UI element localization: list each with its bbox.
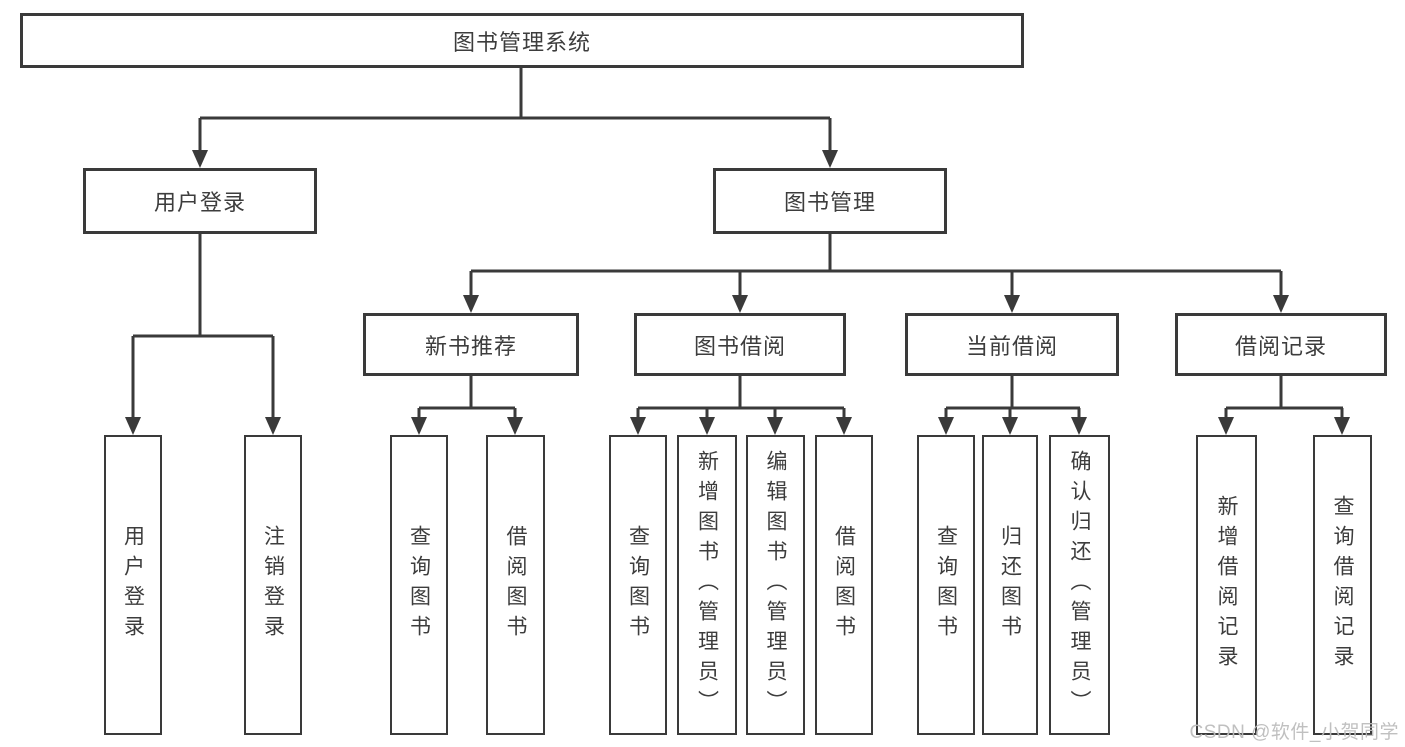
leaf-return-book: 归还图书 [982, 435, 1038, 735]
node-book-borrowing: 图书借阅 [634, 313, 846, 376]
arrow-down-icon [836, 417, 852, 435]
connector-arrowheads [125, 150, 1350, 435]
leaf-label: 编辑图书（管理员） [764, 450, 787, 720]
leaf-borrow-books-recommend: 借阅图书 [486, 435, 545, 735]
leaf-query-books-current: 查询图书 [917, 435, 975, 735]
arrow-down-icon [1071, 417, 1087, 435]
arrow-down-icon [463, 295, 479, 313]
node-label: 借阅记录 [1234, 333, 1327, 359]
arrow-down-icon [1002, 417, 1018, 435]
leaf-label: 用户登录 [121, 525, 145, 645]
leaf-confirm-return-admin: 确认归还（管理员） [1049, 435, 1110, 735]
leaf-label: 借阅图书 [832, 525, 856, 645]
leaf-edit-book-admin: 编辑图书（管理员） [746, 435, 805, 735]
arrow-down-icon [1004, 295, 1020, 313]
node-user-login: 用户登录 [83, 168, 317, 234]
node-book-management: 图书管理 [713, 168, 947, 234]
node-label: 图书借阅 [693, 333, 786, 359]
node-current-borrowing: 当前借阅 [905, 313, 1119, 376]
leaf-label: 借阅图书 [504, 525, 527, 645]
leaf-query-borrow-record: 查询借阅记录 [1313, 435, 1372, 735]
arrow-down-icon [1218, 417, 1234, 435]
node-borrowing-records: 借阅记录 [1175, 313, 1387, 376]
leaf-query-books-borrow: 查询图书 [609, 435, 667, 735]
leaf-label: 查询图书 [626, 525, 650, 645]
node-label: 图书管理 [783, 190, 876, 215]
node-label: 图书管理系统 [452, 29, 591, 55]
leaf-logout: 注销登录 [244, 435, 302, 735]
arrow-down-icon [767, 417, 783, 435]
leaf-label: 查询图书 [407, 525, 431, 645]
arrow-down-icon [938, 417, 954, 435]
leaf-label: 查询图书 [934, 525, 958, 645]
leaf-label: 新增图书（管理员） [695, 450, 719, 720]
csdn-watermark: CSDN @软件_小贺同学 [1189, 722, 1399, 743]
arrow-down-icon [630, 417, 646, 435]
arrow-down-icon [822, 150, 838, 168]
arrow-down-icon [265, 417, 281, 435]
arrow-down-icon [192, 150, 208, 168]
leaf-label: 查询借阅记录 [1331, 495, 1354, 675]
connector-trunks [131, 66, 1344, 423]
leaf-label: 确认归还（管理员） [1068, 450, 1091, 720]
leaf-label: 新增借阅记录 [1215, 495, 1238, 675]
node-label: 当前借阅 [965, 333, 1058, 359]
arrow-down-icon [1334, 417, 1350, 435]
leaf-query-books-recommend: 查询图书 [390, 435, 448, 735]
leaf-label: 归还图书 [998, 525, 1022, 645]
arrow-down-icon [125, 417, 141, 435]
arrow-down-icon [507, 417, 523, 435]
leaf-label: 注销登录 [261, 525, 285, 645]
node-root-library-management-system: 图书管理系统 [20, 13, 1024, 68]
arrow-down-icon [411, 417, 427, 435]
node-new-book-recommendation: 新书推荐 [363, 313, 579, 376]
leaf-borrow-books: 借阅图书 [815, 435, 873, 735]
leaf-user-login: 用户登录 [104, 435, 162, 735]
node-label: 用户登录 [153, 190, 246, 215]
leaf-add-borrow-record: 新增借阅记录 [1196, 435, 1257, 735]
leaf-add-book-admin: 新增图书（管理员） [677, 435, 737, 735]
node-label: 新书推荐 [424, 333, 517, 359]
arrow-down-icon [699, 417, 715, 435]
arrow-down-icon [1273, 295, 1289, 313]
arrow-down-icon [732, 295, 748, 313]
